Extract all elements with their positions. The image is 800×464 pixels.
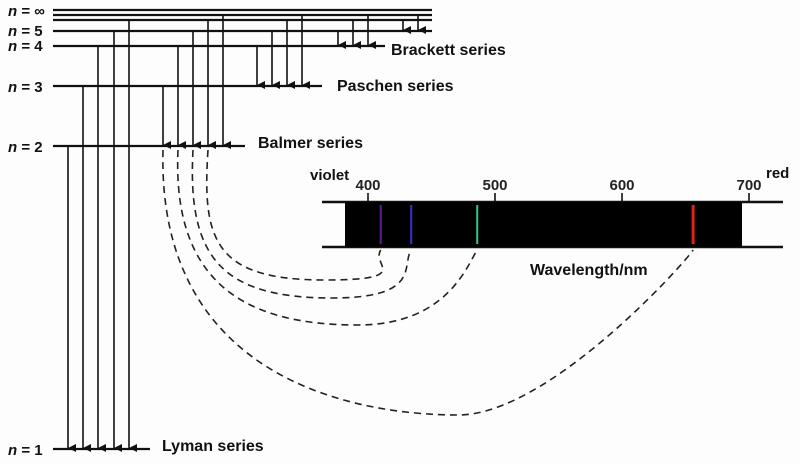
dashed-connector — [191, 149, 412, 299]
violet-label: violet — [310, 167, 349, 184]
dashed-connector — [205, 149, 384, 281]
wavelength-ticks: 400 500 600 700 — [355, 177, 762, 202]
tick-label: 400 — [355, 177, 380, 194]
dashed-connector — [176, 149, 478, 326]
series-label-balmer: Balmer series — [258, 135, 363, 152]
level-label-4: n = 4 — [8, 38, 43, 55]
transition-arrows — [67, 15, 426, 452]
spectrum-band — [345, 202, 742, 247]
tick-label: 700 — [736, 177, 761, 194]
tick-label: 500 — [482, 177, 507, 194]
level-label-2: n = 2 — [8, 139, 43, 156]
dashed-connector — [162, 149, 694, 416]
level-label-inf: n = ∞ — [8, 3, 45, 20]
tick-label: 600 — [609, 177, 634, 194]
red-label: red — [766, 165, 789, 182]
level-labels: n = ∞ n = 5 n = 4 n = 3 n = 2 n = 1 — [8, 3, 45, 459]
emission-lines — [379, 205, 695, 244]
level-label-3: n = 3 — [8, 79, 43, 96]
series-label-paschen: Paschen series — [337, 78, 454, 95]
wavelength-axis-label: Wavelength/nm — [530, 262, 648, 279]
series-label-lyman: Lyman series — [162, 438, 264, 455]
series-label-brackett: Brackett series — [391, 42, 506, 59]
spectrum-strip: 400 500 600 700 violet red Wavelength/nm — [310, 165, 789, 279]
balmer-connectors — [162, 149, 694, 416]
level-label-1: n = 1 — [8, 442, 43, 459]
level-label-5: n = 5 — [8, 23, 43, 40]
